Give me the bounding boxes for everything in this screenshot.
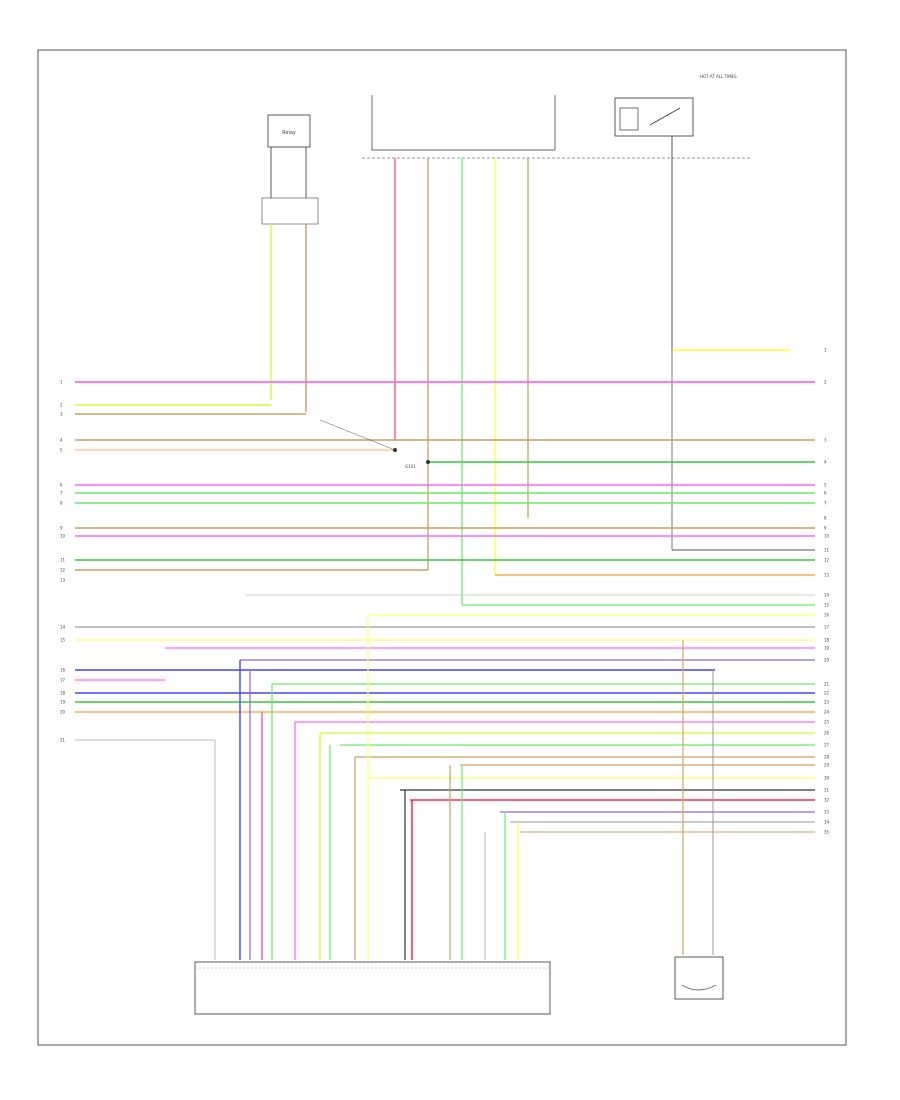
right-pin-number: 18 xyxy=(824,638,830,643)
right-pin-number: 30 xyxy=(824,776,830,781)
pcm-connector xyxy=(194,961,551,1015)
right-pin-number: 9 xyxy=(824,526,827,531)
right-pin-number: 6 xyxy=(824,491,827,496)
left-pin-number: 15 xyxy=(60,638,66,643)
left-pin-number: 1 xyxy=(60,380,63,385)
accelerator-sensor xyxy=(674,956,724,1000)
hot-at-all-times-label: HOT AT ALL TIMES xyxy=(700,74,737,79)
right-pin-number: 26 xyxy=(824,731,830,736)
right-pin-number: 23 xyxy=(824,700,830,705)
left-pin-number: 7 xyxy=(60,491,63,496)
diagram-frame xyxy=(37,49,847,1046)
right-pin-number: 5 xyxy=(824,483,827,488)
right-pin-number: 22 xyxy=(824,691,830,696)
right-pin-number: 13 xyxy=(824,573,830,578)
left-pin-number: 20 xyxy=(60,710,66,715)
right-pin-number: 7 xyxy=(824,501,827,506)
right-pin-number: 28 xyxy=(824,755,830,760)
right-pin-number: 21 xyxy=(824,682,830,687)
right-pin-numbers: 1234567891011121314151617181920212223242… xyxy=(824,348,830,835)
left-pin-number: 14 xyxy=(60,625,66,630)
right-pin-number: 20 xyxy=(824,658,830,663)
power-switch xyxy=(614,97,790,550)
right-pin-number: 34 xyxy=(824,820,830,825)
left-pin-number: 17 xyxy=(60,678,66,683)
right-pin-number: 33 xyxy=(824,810,830,815)
right-pin-number: 29 xyxy=(824,763,830,768)
right-pin-number: 31 xyxy=(824,788,830,793)
left-pin-number: 13 xyxy=(60,578,66,583)
ground-label: G101 xyxy=(405,464,416,469)
pcm-drop-wires xyxy=(214,615,519,960)
right-pin-number: 16 xyxy=(824,613,830,618)
relay-component: Relay xyxy=(261,114,319,412)
right-pin-number: 3 xyxy=(824,438,827,443)
horizontal-wires xyxy=(75,381,815,833)
relay-label: Relay xyxy=(282,130,296,136)
right-pin-number: 17 xyxy=(824,625,830,630)
right-pin-number: 19 xyxy=(824,646,830,651)
left-pin-number: 2 xyxy=(60,403,63,408)
right-pin-number: 15 xyxy=(824,603,830,608)
left-pin-number: 12 xyxy=(60,568,66,573)
left-pin-number: 16 xyxy=(60,668,66,673)
right-pin-number: 4 xyxy=(824,460,827,465)
left-pin-number: 10 xyxy=(60,534,66,539)
left-pin-number: 8 xyxy=(60,501,63,506)
left-pin-number: 21 xyxy=(60,738,66,743)
right-pin-number: 35 xyxy=(824,830,830,835)
left-pin-number: 3 xyxy=(60,412,63,417)
right-pin-number: 12 xyxy=(824,558,830,563)
right-pin-number: 2 xyxy=(824,380,827,385)
right-pin-number: 8 xyxy=(824,516,827,521)
left-pin-number: 6 xyxy=(60,483,63,488)
left-pin-number: 9 xyxy=(60,526,63,531)
left-pin-number: 19 xyxy=(60,700,66,705)
right-pin-number: 32 xyxy=(824,798,830,803)
right-pin-number: 25 xyxy=(824,720,830,725)
left-pin-number: 11 xyxy=(60,558,66,563)
ground-splice xyxy=(319,419,430,464)
right-pin-number: 24 xyxy=(824,710,830,715)
fuse-box-connector xyxy=(362,95,750,159)
left-pin-number: 4 xyxy=(60,438,63,443)
right-pin-number: 27 xyxy=(824,743,830,748)
right-pin-number: 11 xyxy=(824,548,830,553)
left-pin-number: 18 xyxy=(60,691,66,696)
sensor-drop-wires xyxy=(682,640,714,955)
right-pin-number: 10 xyxy=(824,534,830,539)
left-pin-number: 5 xyxy=(60,448,63,453)
right-pin-number: 1 xyxy=(824,348,827,353)
right-pin-number: 14 xyxy=(824,593,830,598)
